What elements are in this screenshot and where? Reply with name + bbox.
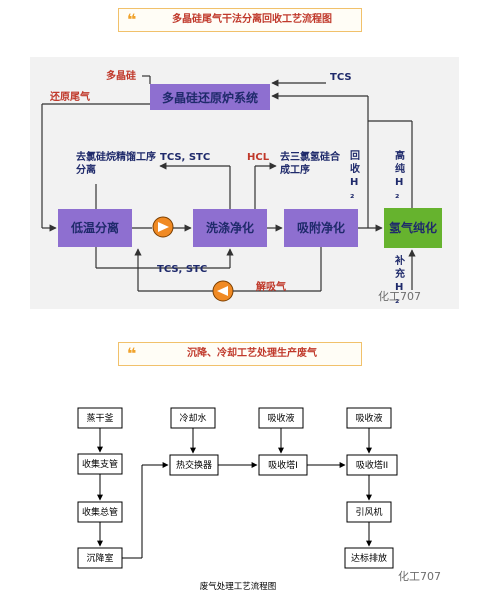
box-h2-purify xyxy=(384,208,442,248)
low-temp-sep-label: 低温分离 xyxy=(70,220,119,235)
section-title-2: 沉降、冷却工艺处理生产废气 xyxy=(187,348,317,359)
watermark-2: 化工707 xyxy=(398,570,441,583)
tcs-stc-label-1: TCS, STC xyxy=(160,152,210,163)
high-purity-h2-label: 高纯H₂ xyxy=(395,151,405,201)
watermark-1: 化工707 xyxy=(378,290,421,303)
h2-purify-label: 氢气纯化 xyxy=(389,220,437,235)
adsorb-label: 吸附净化 xyxy=(297,220,345,235)
section-header-1: ❝ 多晶硅尾气干法分离回收工艺流程图 xyxy=(118,8,362,32)
box-low-temp-sep xyxy=(58,209,132,247)
recovery-system-label: 多晶硅还原炉系统 xyxy=(162,90,258,105)
box-adsorb xyxy=(284,209,358,247)
quote-icon: ❝ xyxy=(127,10,137,29)
to-synthesis-label: 去三氯氢硅合成工序 xyxy=(280,152,340,176)
tcs-top-label: TCS xyxy=(330,72,352,83)
to-distill-label: 去氯硅烷精馏工序分离 xyxy=(76,152,156,176)
to-synthesis-fo: 去三氯氢硅合成工序 xyxy=(280,152,340,176)
pump-arrow-icon xyxy=(158,222,169,232)
polysilicon-label: 多晶硅 xyxy=(106,69,136,82)
hcl-label: HCL xyxy=(247,152,270,163)
to-distill-fo: 去氯硅烷精馏工序分离 xyxy=(76,152,156,176)
makeup-h2-label: 补充H₂ xyxy=(395,256,405,306)
section-title-1: 多晶硅尾气干法分离回收工艺流程图 xyxy=(172,14,332,25)
quote-icon: ❝ xyxy=(127,344,137,363)
reduction-tail-label: 还原尾气 xyxy=(49,90,90,103)
wash-label: 洗涤净化 xyxy=(206,220,254,235)
tcs-stc-label-2: TCS, STC xyxy=(157,264,207,275)
box-wash xyxy=(193,209,267,247)
section-header-2: ❝ 沉降、冷却工艺处理生产废气 xyxy=(118,342,362,366)
recycle-h2-fo: 回收H₂ xyxy=(350,151,360,201)
makeup-h2-fo: 补充H₂ xyxy=(395,256,405,306)
box-recovery-system xyxy=(150,84,270,110)
high-purity-h2-fo: 高纯H₂ xyxy=(395,151,405,201)
desorb-gas-label: 解吸气 xyxy=(256,280,286,293)
pump-arrow-icon xyxy=(217,286,228,296)
recycle-h2-label: 回收H₂ xyxy=(350,151,360,201)
